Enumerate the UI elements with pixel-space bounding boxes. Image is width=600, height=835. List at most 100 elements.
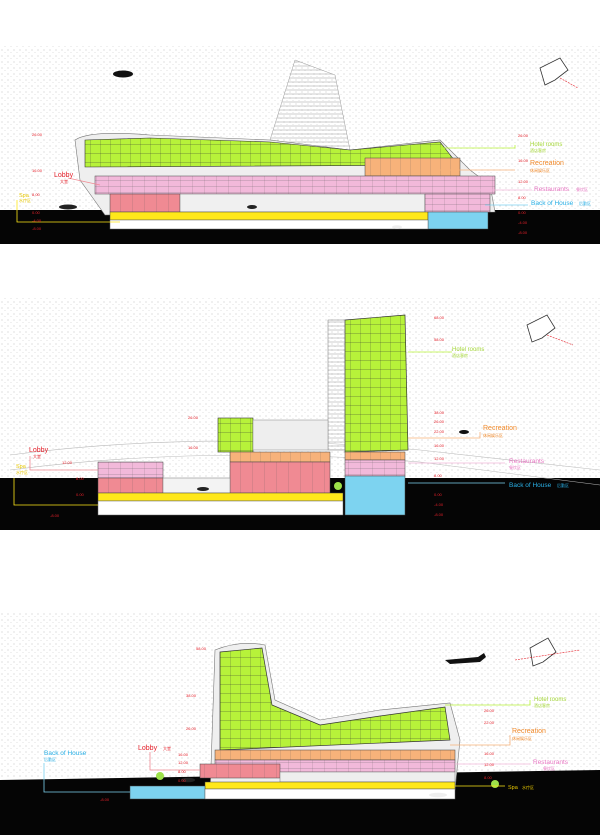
level-right: 22.00 — [484, 720, 495, 725]
legend-spa: Spa — [16, 464, 27, 470]
void-zone — [252, 419, 329, 451]
level-right: 0.00 — [434, 492, 443, 497]
level-right: 26.00 — [484, 708, 495, 713]
spa-zone — [97, 492, 344, 502]
restaurant-zone — [94, 175, 496, 195]
spa-zone — [204, 781, 456, 790]
recreation-leader — [408, 432, 481, 439]
level-left: 12.00 — [62, 460, 73, 465]
level-right: 12.00 — [484, 762, 495, 767]
parking-zone — [279, 771, 456, 783]
lobby-leader — [67, 177, 101, 186]
car-icon — [429, 792, 447, 798]
legend-hotel-cn: 酒店客房 — [530, 147, 546, 153]
recreation-leader — [450, 735, 511, 746]
legend-spa: Spa — [19, 193, 30, 199]
level-right: 16.00 — [434, 443, 445, 448]
lobby-zone — [199, 763, 281, 779]
level-left: 16.00 — [178, 752, 189, 757]
level-right: 12.00 — [434, 456, 445, 461]
legend-hotel: Hotel rooms — [452, 347, 484, 353]
level-left: 0.00 — [76, 492, 85, 497]
level-left: 26.00 — [188, 415, 199, 420]
legend-recreation-cn: 休闲娱乐区 — [530, 167, 550, 173]
car-icon — [392, 225, 402, 229]
level-right: 0.00 — [518, 210, 527, 215]
recreation-zone — [364, 157, 461, 177]
legend-lobby-cn: 大堂 — [163, 745, 171, 751]
level-right: -4.00 — [518, 220, 528, 225]
legend-restaurants: Restaurants — [509, 458, 545, 465]
section-3: Hotel rooms 酒店客房 Recreation 休闲娱乐区 Restau… — [0, 612, 600, 835]
basement-zone — [97, 500, 344, 516]
legend-back-of-house-cn: 后勤区 — [579, 200, 591, 206]
legend-lobby: Lobby — [138, 745, 158, 752]
level-right: 26.00 — [518, 133, 529, 138]
level-left: 26.00 — [186, 726, 197, 731]
tree-icon — [334, 482, 342, 490]
tree-icon — [491, 780, 499, 788]
level-left: 0.00 — [32, 210, 41, 215]
hotel-tower — [344, 314, 409, 453]
level-left: -4.00 — [32, 218, 42, 223]
level-left: 26.00 — [32, 132, 43, 137]
level-left: 0.00 — [178, 778, 187, 783]
tree-icon — [156, 772, 164, 780]
legend-restaurants-cn: 餐饮区 — [576, 186, 588, 192]
legend-back-of-house: Back of House — [44, 750, 87, 757]
basement-zone — [204, 788, 456, 800]
section-1: Hotel rooms 酒店客房 Recreation 休闲娱乐区 Restau… — [0, 45, 600, 244]
car-icon — [181, 777, 195, 783]
car-icon — [59, 204, 77, 210]
legend-restaurants-cn: 餐饮区 — [509, 464, 521, 470]
section-cut-line — [559, 77, 579, 89]
legend-spa-cn: 水疗区 — [16, 469, 28, 475]
site-key-icon — [539, 57, 569, 86]
legend-hotel: Hotel rooms — [534, 697, 566, 703]
hotel-leader — [425, 145, 516, 149]
level-left: -8.00 — [100, 797, 110, 802]
legend-lobby-cn: 大堂 — [60, 178, 68, 184]
recreation-zone — [214, 749, 456, 761]
level-left: 8.00 — [178, 769, 187, 774]
restaurant-lower-zone — [424, 193, 491, 213]
level-right: 26.00 — [434, 419, 445, 424]
recreation-zone — [229, 451, 331, 463]
level-right: 16.00 — [518, 158, 529, 163]
level-right: 38.00 — [434, 410, 445, 415]
level-left: 8.00 — [32, 192, 41, 197]
level-left: -8.00 — [32, 226, 42, 231]
level-right: 8.00 — [484, 775, 493, 780]
legend-restaurants: Restaurants — [534, 186, 570, 193]
legend-recreation-cn: 休闲娱乐区 — [512, 735, 532, 741]
level-right: 58.00 — [434, 337, 445, 342]
spa-leader — [16, 200, 120, 223]
section-2: Hotel rooms 酒店客房 Recreation 休闲娱乐区 Restau… — [0, 298, 600, 530]
back-of-house-zone — [427, 211, 489, 230]
level-right: 68.00 — [434, 315, 445, 320]
site-key-icon — [529, 637, 557, 667]
back-leader — [43, 763, 130, 793]
legend-spa-cn: 水疗区 — [19, 197, 31, 203]
car-icon — [197, 487, 209, 491]
level-right: 22.00 — [434, 429, 445, 434]
legend-back-of-house: Back of House — [509, 482, 552, 489]
legend-lobby: Lobby — [29, 447, 49, 454]
legend-recreation: Recreation — [483, 425, 517, 432]
legend-restaurants-cn: 餐饮区 — [543, 765, 555, 771]
recreation-tower-zone — [344, 451, 406, 461]
lobby-zone — [97, 477, 164, 494]
level-right: -8.00 — [434, 512, 444, 517]
legend-back-of-house-cn: 后勤区 — [557, 482, 569, 488]
back-of-house-zone — [344, 475, 406, 516]
airplane-icon — [445, 653, 486, 664]
restaurant-tower-zone — [344, 459, 406, 477]
level-left: 16.00 — [32, 168, 43, 173]
legend-back-of-house-cn: 后勤区 — [44, 756, 56, 762]
legend-spa-cn: 水疗区 — [522, 784, 534, 790]
hotel-leader — [445, 700, 531, 706]
site-key-icon — [526, 314, 556, 343]
level-left: 12.00 — [178, 760, 189, 765]
parking-zone — [179, 193, 426, 213]
